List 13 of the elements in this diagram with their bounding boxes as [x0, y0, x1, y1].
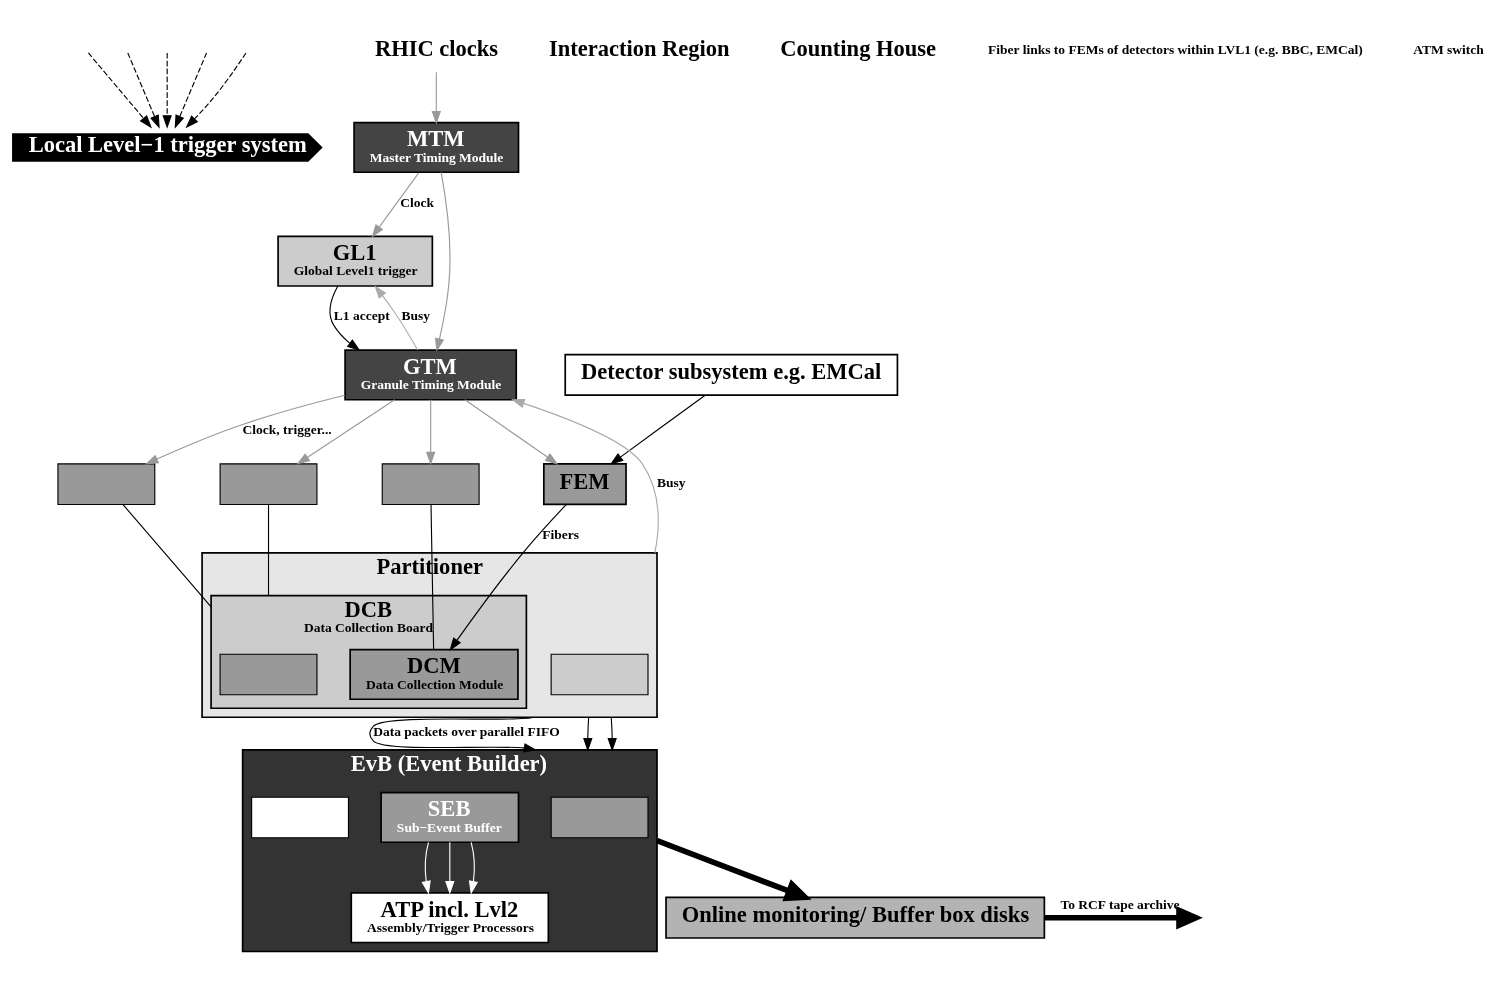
- edge-label: Fibers: [542, 526, 579, 542]
- edge-label: Clock: [400, 194, 435, 210]
- label: Counting House: [780, 36, 937, 62]
- edge-label: Clock, trigger...: [242, 422, 332, 438]
- label: Fiber links to FEMs of detectors within LVL1 (e.g. BBC, EMCal): [988, 42, 1363, 58]
- edge-label: To RCF tape archive: [1060, 897, 1180, 913]
- edge-label: L1 accept: [333, 308, 390, 324]
- label: Interaction Region: [548, 36, 730, 62]
- edge-label: Busy: [401, 308, 430, 324]
- edge-label: Data packets over parallel FIFO: [373, 723, 560, 739]
- label: ATM switch: [1413, 42, 1484, 58]
- node-text: RHIC clocks: [374, 36, 499, 62]
- edge-label: Busy: [657, 474, 686, 490]
